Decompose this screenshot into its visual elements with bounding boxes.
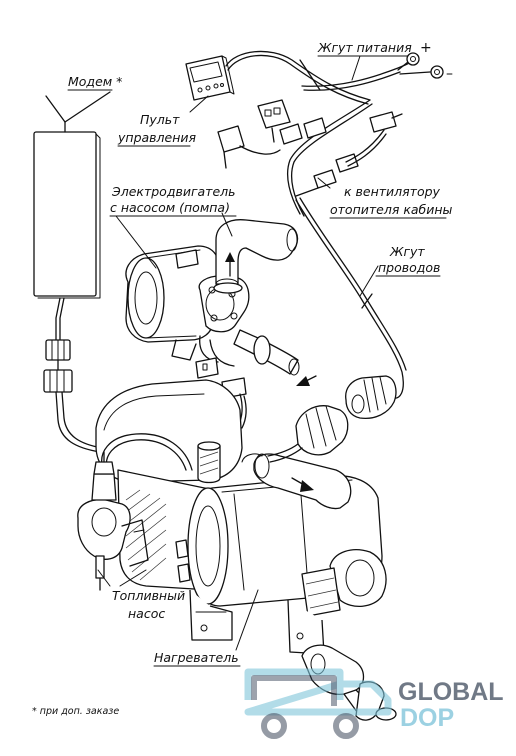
label-fan-1: к вентилятору [344, 184, 441, 199]
heater-fuel-fitting [175, 539, 191, 583]
heater-exhaust [301, 549, 387, 617]
pump-clamp [213, 282, 243, 294]
label-control-panel-1: Пульт [140, 112, 180, 127]
label-control-panel-2: управления [117, 130, 197, 145]
label-wire-harness-1: Жгут [389, 244, 425, 259]
control-panel [185, 55, 235, 101]
positive-terminal [397, 52, 420, 71]
coolant-hose [267, 405, 349, 463]
harness-connector-2 [369, 111, 403, 133]
motor-terminal [175, 249, 199, 269]
label-fan-2: отопителя кабины [330, 202, 453, 217]
negative-terminal [399, 65, 444, 79]
fuel-pump-bracket [121, 519, 149, 567]
heater-outlet-arrow [291, 477, 314, 492]
pump-inlet-pipe [233, 329, 300, 376]
label-wire-harness-2: проводов [378, 260, 440, 275]
label-plus: + [420, 40, 432, 56]
harness-connector-1 [279, 117, 327, 145]
pump-outlet-pipe [215, 219, 299, 290]
label-power-harness: Жгут питания [317, 40, 412, 55]
label-modem: Модем * [68, 74, 122, 89]
modem-unit [33, 91, 111, 341]
pump-inlet-arrow [296, 375, 317, 386]
panel-connector [257, 99, 291, 143]
label-motor-pump-1: Электродвигатель [111, 184, 236, 199]
wire-harness-cable [295, 199, 404, 399]
watermark-text-global: GLOBAL [398, 678, 504, 706]
electric-motor [125, 245, 220, 343]
watermark-text-dop: DOP [400, 704, 454, 732]
leader-lines [67, 55, 447, 667]
label-heater: Нагреватель [154, 650, 239, 665]
label-minus: – [446, 66, 453, 82]
label-fuel-pump-1: Топливный [112, 588, 185, 603]
pump-outlet-arrow [225, 252, 235, 277]
control-panel-cable [225, 50, 371, 101]
watermark-logo: GLOBAL DOP [244, 668, 504, 739]
label-fuel-pump-2: насос [128, 606, 165, 621]
label-motor-pump-2: с насосом (помпа) [110, 200, 230, 215]
modem-connector [43, 339, 73, 393]
heater-bracket-left [189, 589, 233, 641]
pump-harness-connector [217, 125, 245, 169]
wire-harness-boot [345, 375, 397, 420]
heater-sensor-cap [197, 441, 221, 484]
motor-connector [195, 357, 247, 429]
label-footnote: * при доп. заказе [32, 706, 119, 717]
fuel-line [101, 433, 193, 473]
